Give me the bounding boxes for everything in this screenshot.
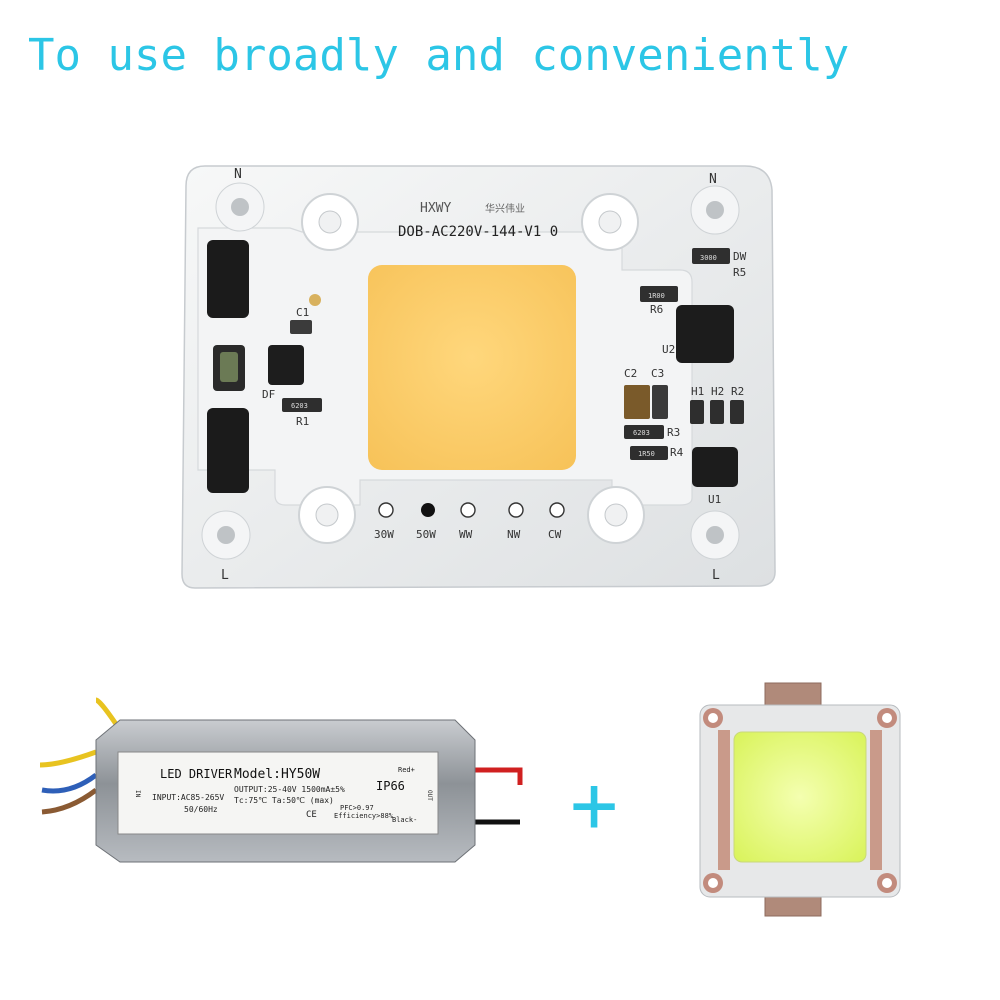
driver-in-label: IN xyxy=(134,790,141,798)
driver-efficiency: Efficiency>88% xyxy=(334,812,394,820)
driver-black: Black- xyxy=(392,816,417,824)
plus-sign: + xyxy=(570,758,618,851)
power-option-nw: NW xyxy=(507,528,521,541)
driver-title: LED DRIVER xyxy=(160,767,233,781)
board-model: DOB-AC220V-144-V1 0 xyxy=(398,224,558,240)
ic-u2 xyxy=(676,305,734,363)
label-r6: R6 xyxy=(650,303,663,316)
driver-ip: IP66 xyxy=(376,779,405,793)
label-dw: DW xyxy=(733,250,747,263)
capacitor-c2 xyxy=(624,385,650,419)
power-option-50w: 50W xyxy=(416,528,436,541)
capacitor-c3 xyxy=(652,385,668,419)
label-r2: R2 xyxy=(731,385,744,398)
driver-ce: CE xyxy=(306,810,317,820)
led-driver xyxy=(39,697,523,863)
board-brand: HXWY xyxy=(420,201,451,216)
power-option-ww: WW xyxy=(459,528,473,541)
resistor-r2 xyxy=(730,400,744,424)
label-df: DF xyxy=(262,388,275,401)
bridge-diode-top xyxy=(207,240,249,318)
resistor-r3 xyxy=(624,425,664,439)
driver-label xyxy=(117,751,439,835)
power-option-30w: 30W xyxy=(374,528,394,541)
ic-u1 xyxy=(692,447,738,487)
resistor-r5 xyxy=(692,248,730,264)
value-r5: 3000 xyxy=(700,254,717,262)
capacitor-c1 xyxy=(290,320,312,334)
corner-holes xyxy=(201,182,740,560)
label-r5: R5 xyxy=(733,266,746,279)
board-label-n-left: N xyxy=(234,167,242,182)
power-option-cw: CW xyxy=(548,528,562,541)
driver-freq: 50/60Hz xyxy=(184,805,218,814)
label-r3: R3 xyxy=(667,426,680,439)
resistor-r4 xyxy=(630,446,668,460)
cob-phosphor-area xyxy=(368,265,576,470)
driver-output: OUTPUT:25-40V 1500mA±5% xyxy=(234,785,345,794)
value-r6: 1R00 xyxy=(648,292,665,300)
value-r1: 6203 xyxy=(291,402,308,410)
label-r1: R1 xyxy=(296,415,309,428)
board-label-n-right: N xyxy=(709,172,717,187)
label-u1: U1 xyxy=(708,493,721,506)
board-brand-cn: 华兴伟业 xyxy=(485,202,525,215)
label-c1: C1 xyxy=(296,306,309,319)
driver-model: Model:HY50W xyxy=(234,767,320,782)
board-label-l-left: L xyxy=(221,568,229,583)
driver-red: Red+ xyxy=(398,766,415,774)
driver-tc: Tc:75℃ Ta:50℃ (max) xyxy=(234,796,334,805)
bridge-diode-bottom xyxy=(207,408,249,493)
value-r4: 1R50 xyxy=(638,450,655,458)
resistor-h2 xyxy=(710,400,724,424)
label-c2: C2 xyxy=(624,367,637,380)
headline: To use broadly and conveniently xyxy=(28,30,850,81)
resistor-h1 xyxy=(690,400,704,424)
driver-out-label: OUT xyxy=(426,790,433,801)
label-h1: H1 xyxy=(691,385,704,398)
rectifier-df xyxy=(268,345,304,385)
label-u2: U2 xyxy=(662,343,675,356)
resistor-r6 xyxy=(640,286,678,302)
label-r4: R4 xyxy=(670,446,684,459)
power-select-dots xyxy=(378,502,565,518)
driver-pfc: PFC>0.97 xyxy=(340,804,374,812)
resistor-r1 xyxy=(282,398,322,412)
label-c3: C3 xyxy=(651,367,664,380)
led-chip xyxy=(699,682,901,917)
driver-input: INPUT:AC85-265V xyxy=(152,793,224,802)
label-h2: H2 xyxy=(711,385,724,398)
value-r3: 6203 xyxy=(633,429,650,437)
board-label-l-right: L xyxy=(712,568,720,583)
